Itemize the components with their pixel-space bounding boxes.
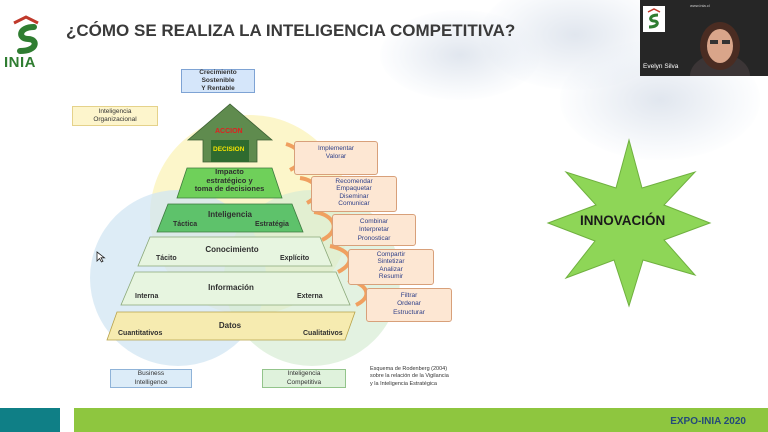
citation-note: Esquema de Rodenberg (2004) sobre la rel… — [370, 366, 449, 387]
mouse-cursor-icon — [96, 251, 106, 263]
step-box-recomendar: Recomendar Empaquetar Diseminar Comunica… — [311, 176, 397, 212]
level-datos-left: Cuantitativos — [118, 330, 163, 337]
innovation-label: INNOVACIÓN — [580, 213, 666, 228]
business-intelligence-box: Business Intelligence — [110, 369, 192, 388]
level-conocimiento-title: Conocimiento — [205, 245, 259, 254]
participant-name: Evelyn Silva — [643, 63, 679, 70]
logo-text: INIA — [4, 54, 36, 71]
step-box-compartir: Compartir Sintetizar Analizar Resumir — [348, 249, 434, 285]
level-conocimiento-left: Tácito — [156, 255, 177, 262]
org-intelligence-label: Inteligencia Organizacional — [93, 107, 137, 123]
level-datos-title: Datos — [218, 321, 242, 330]
step-box-filtrar: Filtrar Ordenar Estructurar — [366, 288, 452, 322]
org-intelligence-box: Inteligencia Organizacional — [72, 106, 158, 126]
background-cloud — [380, 10, 540, 100]
level-inteligencia-title: Inteligencia — [207, 210, 252, 219]
footer-label: EXPO-INIA 2020 — [670, 416, 746, 427]
level-conocimiento — [137, 236, 333, 267]
video-url: www.inia.cl — [690, 3, 710, 8]
level-informacion — [120, 271, 351, 306]
level-datos — [106, 311, 356, 341]
step-box-implementar: Implementar Valorar — [294, 141, 378, 175]
level-impacto — [176, 167, 283, 199]
level-inteligencia — [156, 203, 304, 233]
level-informacion-left: Interna — [135, 293, 159, 300]
participant-avatar — [640, 0, 768, 98]
footer-bar — [0, 408, 768, 432]
decision-label: DECISION — [213, 146, 245, 153]
growth-box: Crecimiento Sostenible Y Rentable — [181, 69, 255, 93]
level-inteligencia-right: Estratégia — [255, 221, 289, 228]
competitive-intelligence-box: Inteligencia Competitiva — [262, 369, 346, 388]
level-datos-right: Cualitativos — [303, 330, 343, 337]
business-intelligence-label: Business Intelligence — [134, 370, 168, 386]
slide-title: ¿CÓMO SE REALIZA LA INTELIGENCIA COMPETI… — [66, 21, 516, 40]
level-informacion-title: Información — [208, 283, 254, 292]
competitive-intelligence-label: Inteligencia Competitiva — [286, 370, 322, 386]
level-inteligencia-left: Táctica — [173, 221, 198, 228]
level-impacto-title: Impacto estratégico y toma de decisiones — [194, 167, 265, 194]
inia-logo — [10, 15, 44, 61]
decision-block — [211, 140, 249, 162]
level-informacion-right: Externa — [297, 293, 323, 300]
step-box-combinar: Combinar Interpretar Pronosticar — [332, 214, 416, 246]
innovation-star — [546, 138, 712, 308]
growth-box-text: Crecimiento Sostenible Y Rentable — [199, 68, 237, 93]
accion-label: ACCION — [215, 128, 243, 135]
level-conocimiento-right: Explícito — [280, 255, 310, 262]
participant-video[interactable] — [640, 0, 768, 98]
